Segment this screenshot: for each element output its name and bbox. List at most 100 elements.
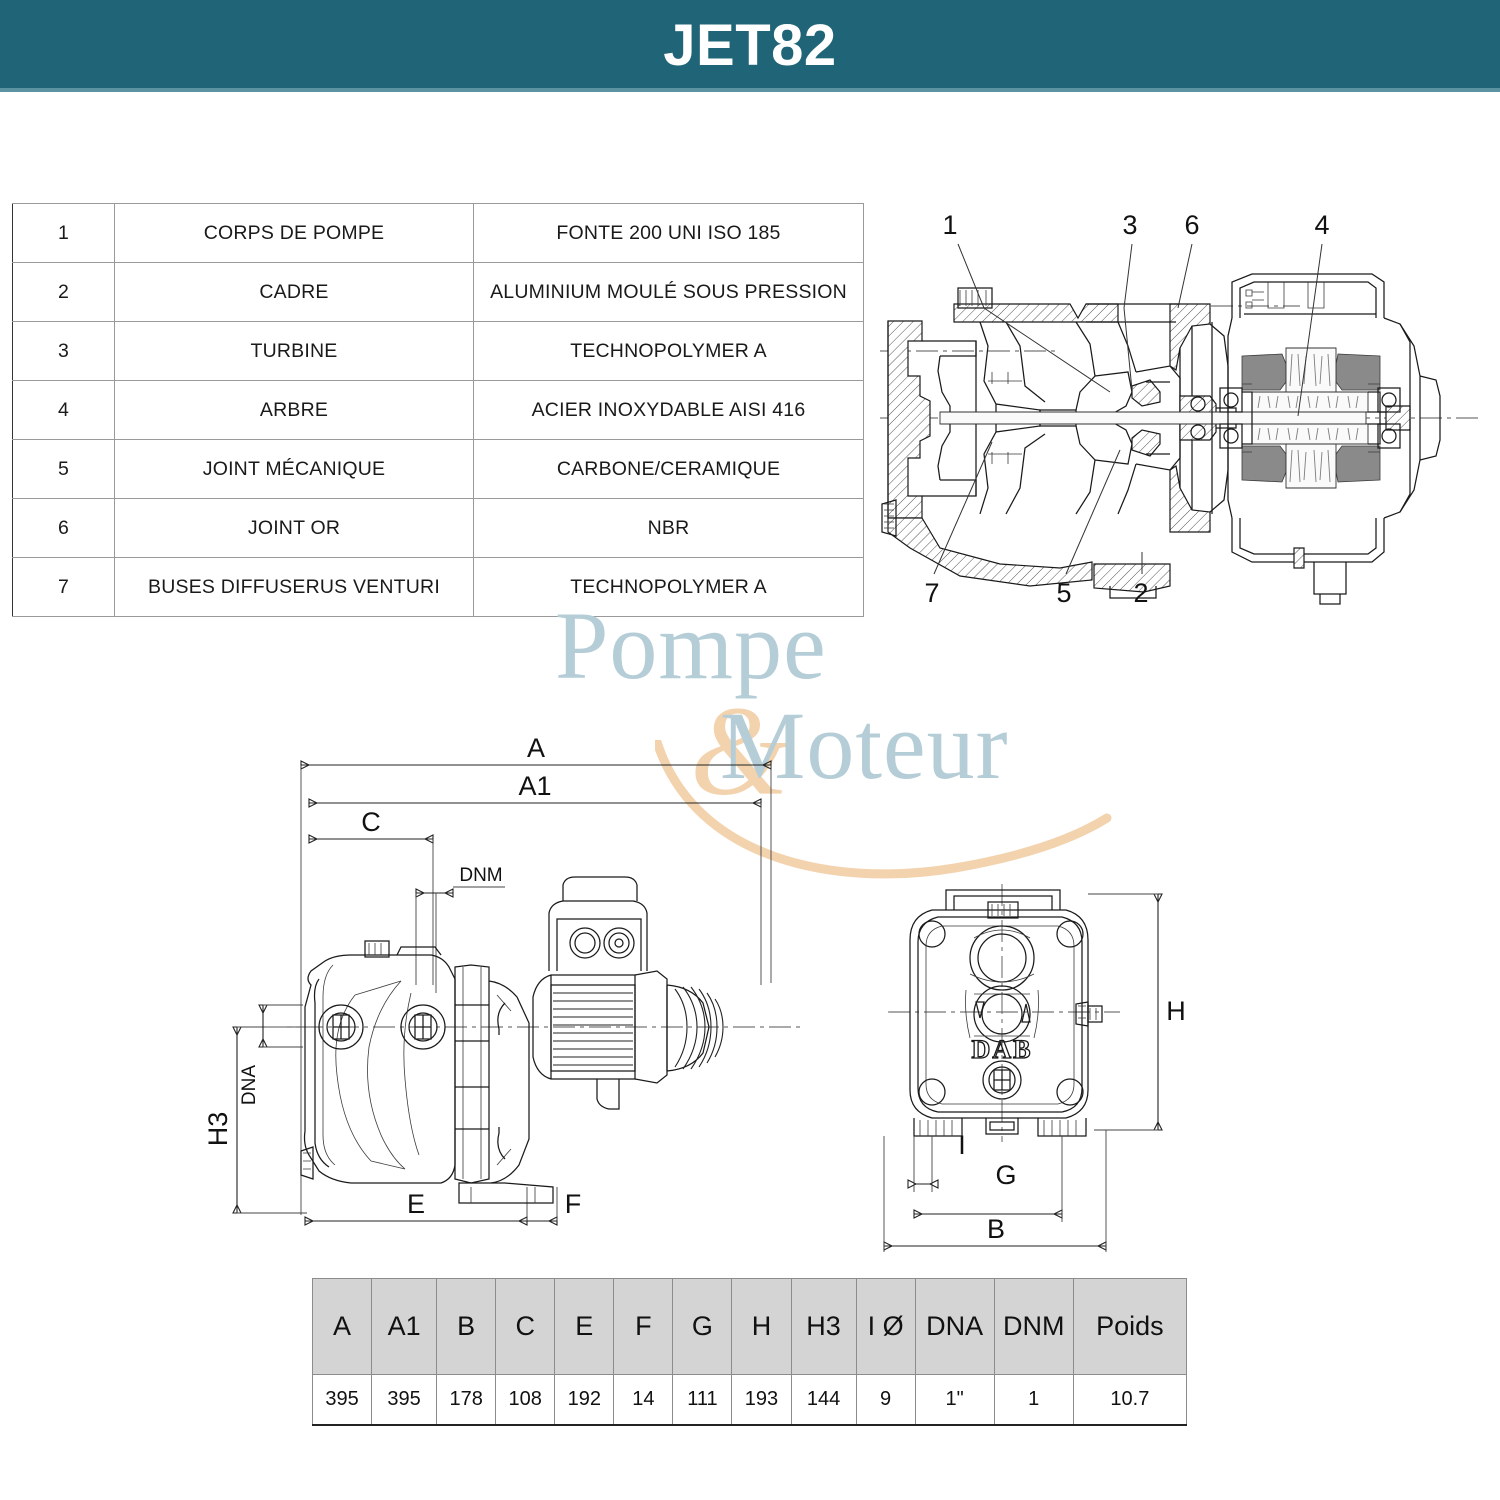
material-component: CADRE	[114, 262, 474, 322]
side-view-drawing: A A1 C DNM H3 DNA E F	[205, 735, 825, 1235]
drain-plug-icon	[881, 499, 897, 537]
table-row: 3 TURBINE TECHNOPOLYMER A	[12, 321, 864, 381]
header-band: JET82	[0, 0, 1500, 92]
dim-value: 9	[855, 1374, 916, 1426]
dimension-label-a: A	[527, 735, 545, 763]
table-row: 1 CORPS DE POMPE FONTE 200 UNI ISO 185	[12, 203, 864, 263]
dimension-label-h3: H3	[205, 1112, 233, 1147]
dim-value: 1"	[914, 1374, 995, 1426]
callout-number: 7	[924, 578, 939, 608]
front-view-drawing: DAB H I G B	[870, 862, 1210, 1262]
discharge-port-icon	[400, 1004, 446, 1050]
stator-winding-icon	[1241, 353, 1287, 391]
dim-value: 178	[436, 1374, 497, 1426]
dim-value: 192	[554, 1374, 615, 1426]
dim-header: B	[436, 1278, 497, 1375]
suction-port-icon	[318, 1004, 364, 1050]
callout-number: 6	[1184, 210, 1199, 240]
callout-number: 2	[1133, 578, 1148, 608]
dimension-table-head: A A1 B C E F G H H3 I Ø DNA DNM Poids	[311, 1278, 1188, 1375]
bearing-icon	[1377, 387, 1401, 449]
drain-plug-icon	[300, 1146, 314, 1180]
fill-plug-icon	[987, 901, 1019, 919]
dim-header: I Ø	[855, 1278, 916, 1375]
dimension-label-e: E	[407, 1189, 425, 1219]
material-spec: TECHNOPOLYMER A	[473, 557, 864, 617]
dim-header: H3	[790, 1278, 857, 1375]
material-position: 2	[12, 262, 115, 322]
dim-header: A1	[371, 1278, 438, 1375]
fan-cover-fins-icon	[674, 986, 724, 1070]
dim-header: G	[672, 1278, 733, 1375]
cable-gland-icon	[569, 927, 635, 959]
materials-table-body: 1 CORPS DE POMPE FONTE 200 UNI ISO 185 2…	[12, 203, 864, 617]
dimension-label-c: C	[361, 807, 381, 837]
material-spec: NBR	[473, 498, 864, 558]
material-spec: ACIER INOXYDABLE AISI 416	[473, 380, 864, 440]
material-component: TURBINE	[114, 321, 474, 381]
dim-value: 144	[790, 1374, 857, 1426]
table-row: 395 395 178 108 192 14 111 193 144 9 1" …	[311, 1374, 1188, 1426]
page-title: JET82	[663, 13, 837, 78]
stator-winding-icon	[1241, 445, 1287, 483]
stator-winding-icon	[1335, 445, 1381, 483]
dimension-label-f: F	[565, 1189, 582, 1219]
dim-header: DNM	[993, 1278, 1074, 1375]
dim-value: 14	[613, 1374, 674, 1426]
material-position: 4	[12, 380, 115, 440]
dimension-table-body: 395 395 178 108 192 14 111 193 144 9 1" …	[311, 1374, 1188, 1426]
side-plug-icon	[1075, 1001, 1103, 1027]
dimension-label-b: B	[987, 1214, 1005, 1244]
fill-plug-icon	[957, 287, 993, 309]
material-component: CORPS DE POMPE	[114, 203, 474, 263]
material-spec: TECHNOPOLYMER A	[473, 321, 864, 381]
dim-header: C	[495, 1278, 556, 1375]
dimension-label-i: I	[958, 1130, 966, 1160]
table-row: 2 CADRE ALUMINIUM MOULÉ SOUS PRESSION	[12, 262, 864, 322]
dimension-label-h: H	[1166, 996, 1186, 1026]
table-row: 5 JOINT MÉCANIQUE CARBONE/CERAMIQUE	[12, 439, 864, 499]
dim-header: A	[311, 1278, 373, 1375]
material-position: 5	[12, 439, 115, 499]
brand-logo: DAB	[972, 1035, 1033, 1064]
callout-number: 4	[1314, 210, 1329, 240]
dim-header: F	[613, 1278, 674, 1375]
material-position: 6	[12, 498, 115, 558]
dim-value: 395	[371, 1374, 438, 1426]
dim-header: Poids	[1072, 1278, 1188, 1375]
dimension-label-dnm: DNM	[459, 865, 502, 886]
callout-number: 1	[942, 210, 957, 240]
dim-value: 395	[311, 1374, 373, 1426]
front-view-svg: DAB H I G B	[883, 884, 1186, 1252]
material-position: 3	[12, 321, 115, 381]
material-position: 7	[12, 557, 115, 617]
dim-header: E	[554, 1278, 615, 1375]
material-component: JOINT MÉCANIQUE	[114, 439, 474, 499]
stator-winding-icon	[1335, 353, 1381, 391]
side-view-svg: A A1 C DNM H3 DNA E F	[205, 735, 805, 1226]
table-row: 6 JOINT OR NBR	[12, 498, 864, 558]
material-spec: FONTE 200 UNI ISO 185	[473, 203, 864, 263]
material-spec: ALUMINIUM MOULÉ SOUS PRESSION	[473, 262, 864, 322]
material-component: JOINT OR	[114, 498, 474, 558]
dim-header: H	[731, 1278, 792, 1375]
dim-value: 1	[993, 1374, 1074, 1426]
table-header-row: A A1 B C E F G H H3 I Ø DNA DNM Poids	[311, 1278, 1188, 1375]
dim-value: 193	[731, 1374, 792, 1426]
fill-plug-icon	[364, 940, 390, 958]
material-spec: CARBONE/CERAMIQUE	[473, 439, 864, 499]
dim-header: DNA	[914, 1278, 995, 1375]
dim-value: 10.7	[1072, 1374, 1188, 1426]
callout-number: 5	[1056, 578, 1071, 608]
materials-table: 1 CORPS DE POMPE FONTE 200 UNI ISO 185 2…	[12, 203, 864, 617]
table-row: 4 ARBRE ACIER INOXYDABLE AISI 416	[12, 380, 864, 440]
dimension-label-g: G	[995, 1160, 1016, 1190]
dimension-label-dna: DNA	[239, 1065, 260, 1105]
material-component: BUSES DIFFUSERUS VENTURI	[114, 557, 474, 617]
material-component: ARBRE	[114, 380, 474, 440]
cutaway-section-drawing: 1 3 6 4 7 5 2	[880, 196, 1480, 616]
cutaway-svg: 1 3 6 4 7 5 2	[880, 210, 1480, 608]
callout-number: 3	[1122, 210, 1137, 240]
material-position: 1	[12, 203, 115, 263]
dim-value: 111	[672, 1374, 733, 1426]
